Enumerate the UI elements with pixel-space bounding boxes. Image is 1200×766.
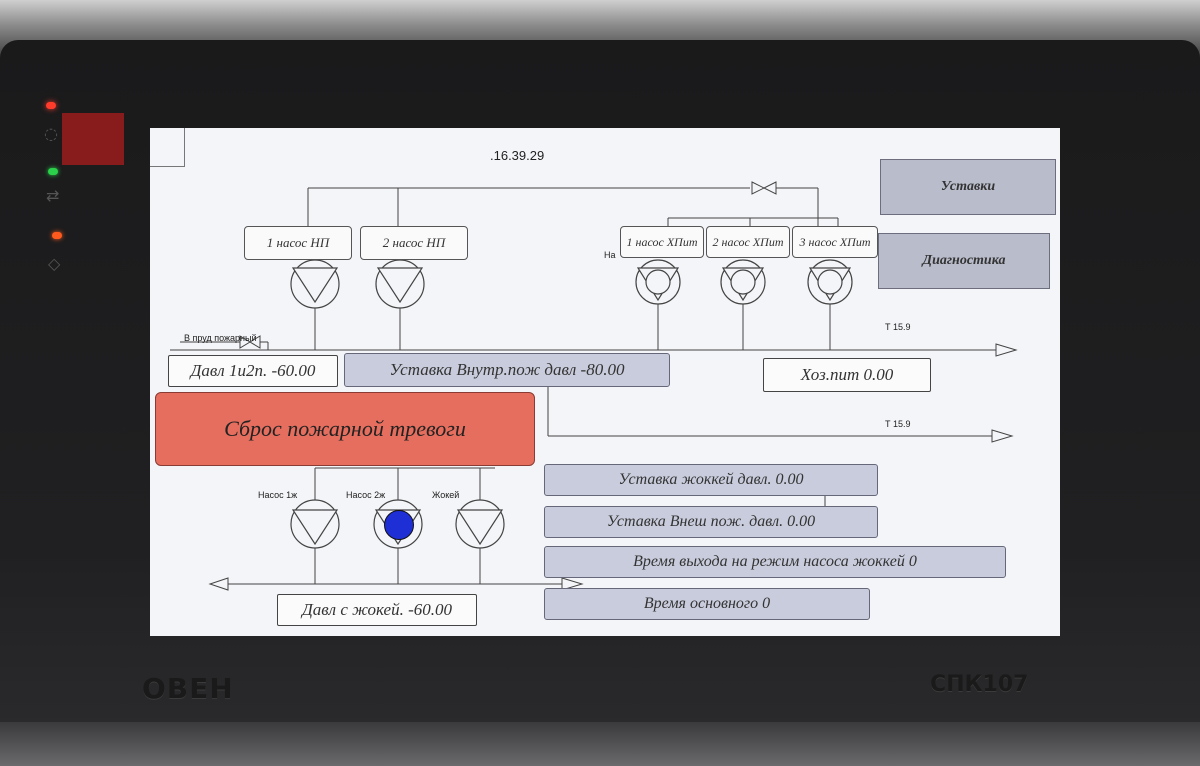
pump-1j-label: Насос 1ж xyxy=(258,490,298,500)
jockey-setpoint[interactable]: Уставка жоккей давл. 0.00 xyxy=(544,464,878,496)
pump-np-2-label[interactable]: 2 насос НП xyxy=(360,226,468,260)
main-time[interactable]: Время основного 0 xyxy=(544,588,870,620)
device-bottom-edge xyxy=(0,722,1200,766)
jockey-mode-time[interactable]: Время выхода на режим насоса жоккей 0 xyxy=(544,546,1006,578)
diagnostics-label: Диагностика xyxy=(922,253,1006,268)
model-label: СПК107 xyxy=(930,672,1029,697)
pump-xp-2-label[interactable]: 2 насос ХПит xyxy=(706,226,790,258)
status-led-green xyxy=(48,168,58,175)
clock: .16.39.29 xyxy=(490,148,545,163)
settings-label: Уставки xyxy=(940,179,996,194)
hmi-screen: .16.39.29 Уставки Диагностика 1 насос НП… xyxy=(150,128,1060,636)
piping-diagram xyxy=(170,181,1018,591)
temperature-label-1: Т 15.9 xyxy=(885,322,911,332)
diagnostics-button[interactable]: Диагностика xyxy=(878,233,1050,289)
settings-button[interactable]: Уставки xyxy=(880,159,1056,215)
truncated-label: На xyxy=(604,250,616,260)
pump-2j-running-indicator xyxy=(384,510,414,540)
fire-alarm-reset-button[interactable]: Сброс пожарной тревоги xyxy=(155,392,535,466)
pump-np-1-label[interactable]: 1 насос НП xyxy=(244,226,352,260)
temperature-label-2: Т 15.9 xyxy=(885,419,911,429)
jockey-pump-label: Жокей xyxy=(432,490,460,500)
status-led-orange xyxy=(52,232,62,239)
pump-xp-1-label[interactable]: 1 насос ХПит xyxy=(620,226,704,258)
corner-frame xyxy=(150,128,185,167)
pump-xp-3-label[interactable]: 3 насос ХПит xyxy=(792,226,878,258)
internal-fire-setpoint[interactable]: Уставка Внутр.пож давл -80.00 xyxy=(344,353,670,387)
warning-icon: ◇ xyxy=(48,254,61,273)
external-fire-setpoint[interactable]: Уставка Внеш пож. давл. 0.00 xyxy=(544,506,878,538)
brand-logo: ОВЕН xyxy=(142,672,234,705)
power-icon: ◌ xyxy=(44,124,58,143)
household-supply-readout: Хоз.пит 0.00 xyxy=(763,358,931,392)
pump-2j-label: Насос 2ж xyxy=(346,490,386,500)
pond-label: В пруд пожарный xyxy=(184,333,257,343)
red-reflection xyxy=(62,113,124,165)
jockey-pressure-readout: Давл с жокей. -60.00 xyxy=(277,594,477,626)
network-icon: ⇄ xyxy=(46,186,60,205)
status-led-red xyxy=(46,102,56,109)
pressure-1-2-readout: Давл 1и2п. -60.00 xyxy=(168,355,338,387)
